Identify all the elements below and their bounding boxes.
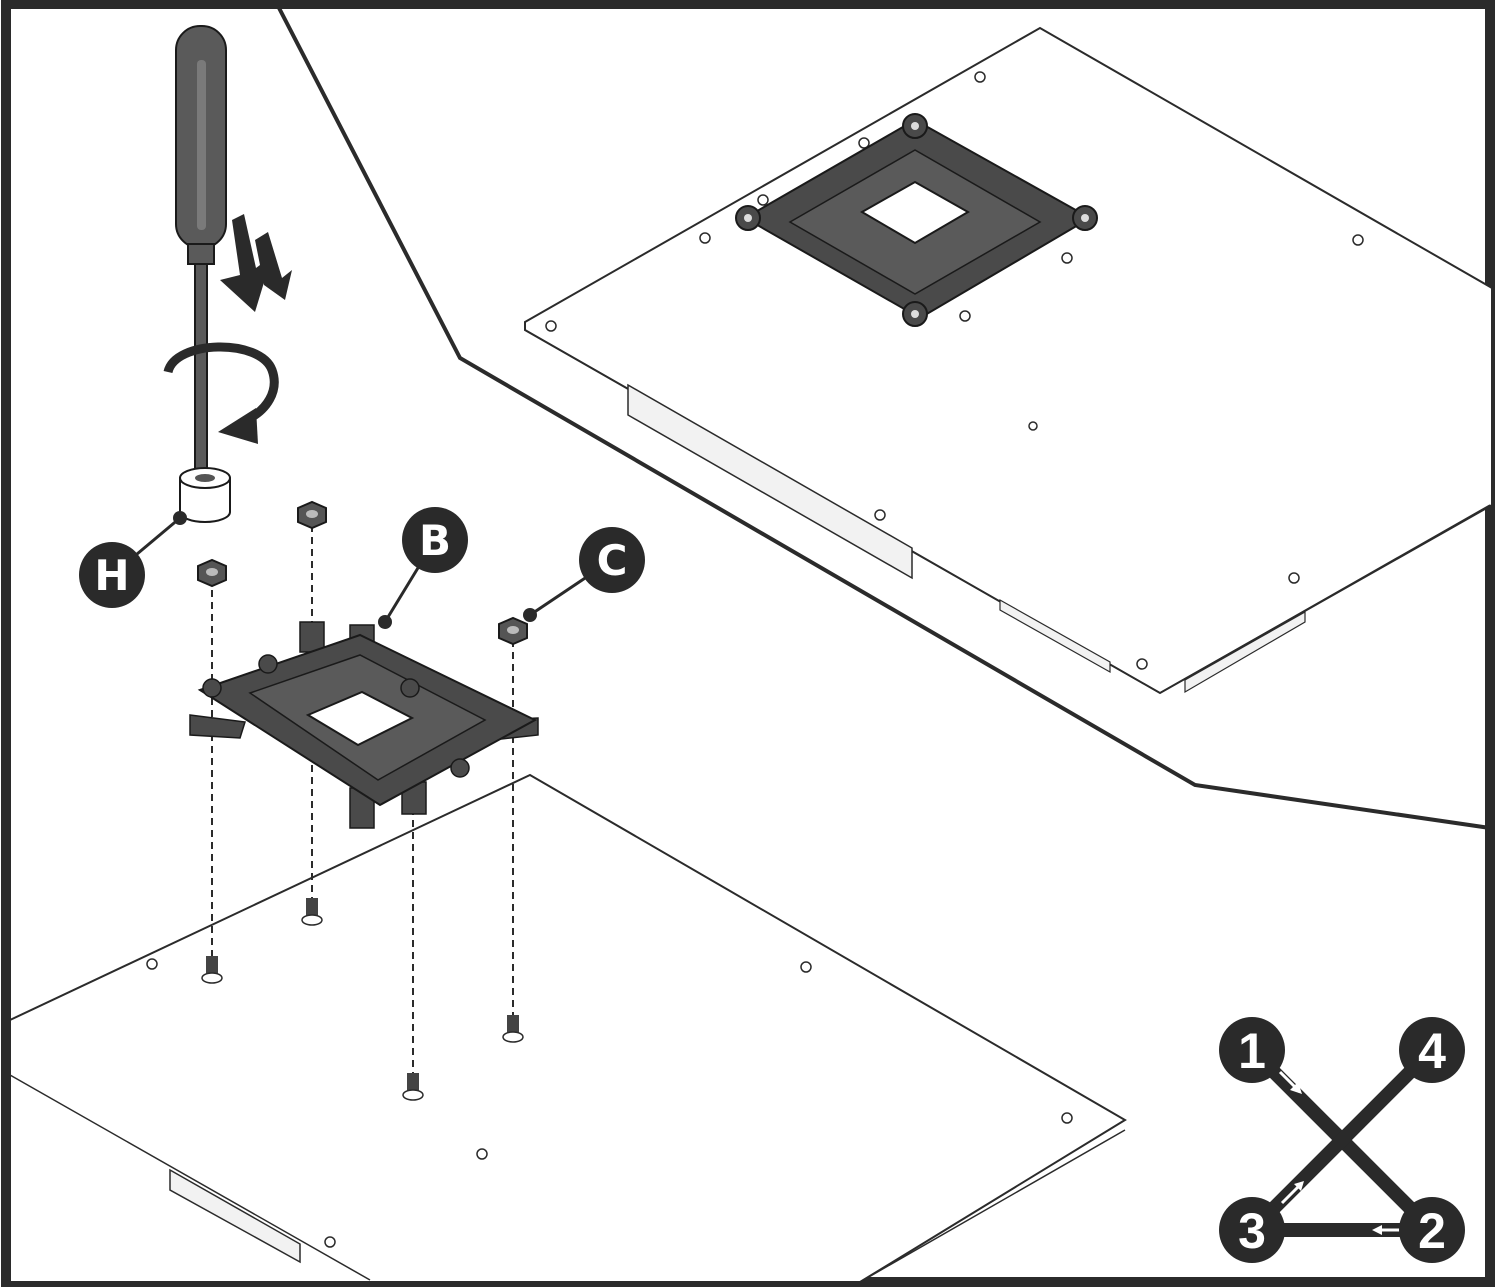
standoff-screw-1 <box>201 956 223 984</box>
callout-h-label: H <box>94 551 129 600</box>
sequence-step-1: 1 <box>1219 1017 1285 1083</box>
standoff-screw-3 <box>402 1073 424 1101</box>
standoff-screws <box>201 898 524 1101</box>
svg-text:3: 3 <box>1238 1203 1266 1259</box>
hex-nut-1 <box>197 558 227 588</box>
rotate-arrow-icon <box>163 342 279 444</box>
svg-text:2: 2 <box>1418 1203 1446 1259</box>
callout-b: B <box>378 507 468 629</box>
mounting-bracket <box>189 621 539 829</box>
screwdriver <box>175 25 231 523</box>
svg-text:1: 1 <box>1238 1023 1266 1079</box>
inset-motherboard <box>524 26 1493 695</box>
sequence-step-3: 3 <box>1219 1197 1285 1263</box>
sequence-step-4: 4 <box>1399 1017 1465 1083</box>
standoff-screw-4 <box>502 1015 524 1043</box>
standoff-screw-2 <box>301 898 323 926</box>
tightening-sequence: 1 4 3 2 <box>1219 1017 1465 1263</box>
hex-nuts <box>197 500 528 646</box>
callout-c-label: C <box>597 536 628 585</box>
divider-line <box>276 5 1491 830</box>
inset-bracket <box>735 113 1098 327</box>
hex-nut-2 <box>297 500 327 530</box>
main-motherboard <box>9 773 1127 1283</box>
sequence-step-2: 2 <box>1399 1197 1465 1263</box>
press-down-arrow-icon <box>220 214 292 312</box>
callout-b-label: B <box>419 516 451 565</box>
svg-text:4: 4 <box>1418 1023 1446 1079</box>
callout-h: H <box>79 511 187 608</box>
socket <box>179 467 231 523</box>
callout-c: C <box>523 527 645 622</box>
hex-nut-3 <box>498 616 528 646</box>
